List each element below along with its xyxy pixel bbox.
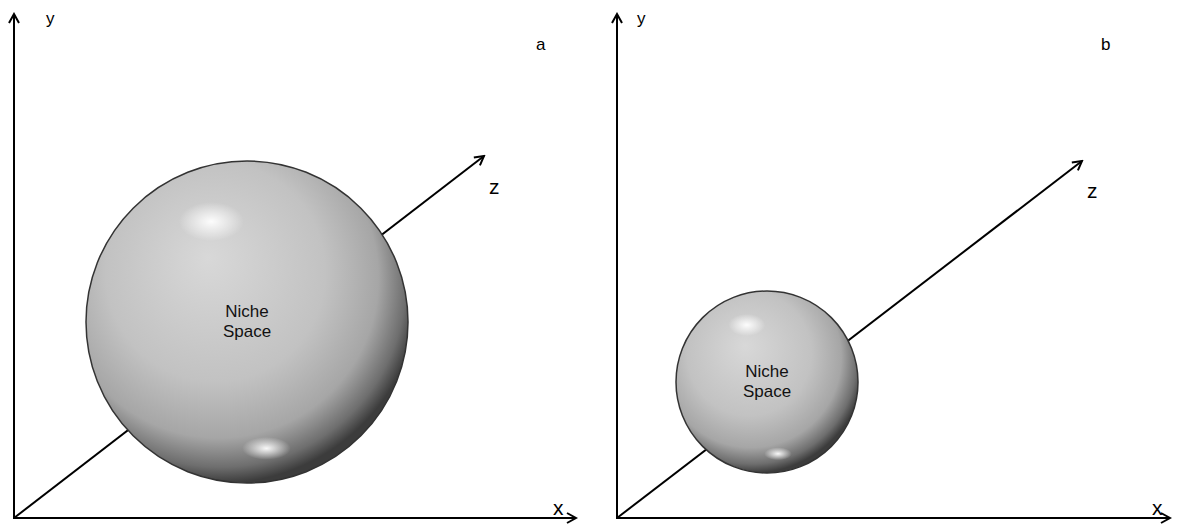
axis-label: x (1152, 497, 1163, 518)
x-axis (616, 517, 1170, 519)
niche-sphere: Niche Space (675, 290, 859, 474)
panel-letter: b (1101, 36, 1110, 53)
sphere-highlight (179, 202, 244, 241)
axis-label: x (553, 497, 564, 518)
sphere-highlight (242, 437, 291, 460)
sphere-highlight (764, 447, 792, 460)
z-axis (14, 156, 484, 518)
panel-letter: a (536, 36, 545, 53)
z-axis (617, 161, 1082, 518)
sphere-label: Niche Space (216, 302, 278, 343)
y-axis (13, 14, 15, 519)
sphere-body (676, 291, 858, 473)
axis-label: z (489, 176, 500, 197)
axis-label: y (637, 10, 646, 27)
sphere-label: Niche Space (736, 362, 798, 403)
x-axis (13, 517, 576, 519)
sphere-highlight (728, 314, 765, 336)
sphere-body (86, 161, 408, 483)
axis-label: z (1087, 180, 1098, 201)
y-axis (616, 14, 618, 519)
niche-sphere: Niche Space (85, 160, 409, 484)
axis-label: y (46, 10, 55, 27)
